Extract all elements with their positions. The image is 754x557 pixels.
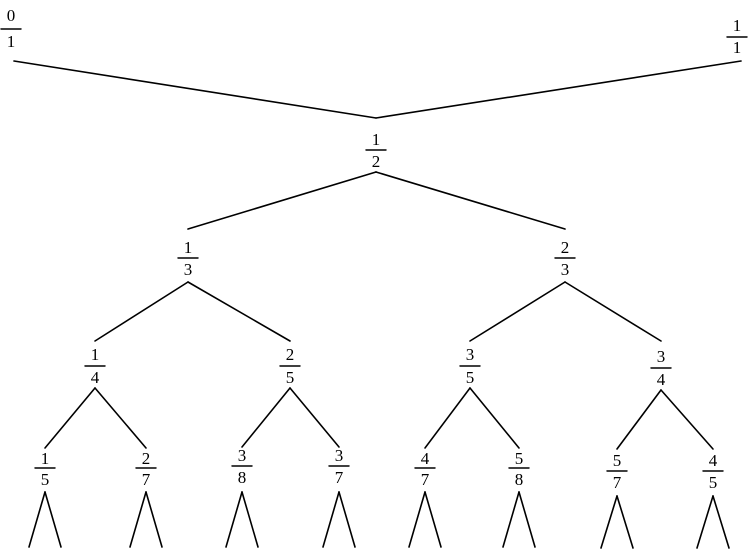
fraction-node-3-8: 38 xyxy=(231,446,253,487)
fraction-denominator: 7 xyxy=(142,470,151,489)
fraction-numerator: 5 xyxy=(613,451,622,470)
fraction-node-2-3: 23 xyxy=(554,238,576,279)
fraction-denominator: 3 xyxy=(561,260,570,279)
fraction-denominator: 3 xyxy=(184,260,193,279)
continuation-right-branch xyxy=(616,495,634,549)
fraction-denominator: 7 xyxy=(613,473,622,492)
fraction-node-1-3: 13 xyxy=(177,238,199,279)
fraction-denominator: 4 xyxy=(91,368,100,387)
tree-edge-n-1-3-to-n-2-5 xyxy=(187,281,291,342)
fraction-node-0-1: 01 xyxy=(0,6,22,51)
fraction-numerator: 5 xyxy=(515,449,524,468)
fraction-numerator: 0 xyxy=(7,6,16,25)
tree-edge-n-3-4-to-n-5-7 xyxy=(616,389,662,450)
fraction-numerator: 3 xyxy=(466,345,475,364)
continuation-left-branch xyxy=(225,491,243,548)
fraction-numerator: 4 xyxy=(709,451,718,470)
fraction-numerator: 1 xyxy=(91,345,100,364)
fraction-numerator: 4 xyxy=(421,449,430,468)
fraction-denominator: 8 xyxy=(515,470,524,489)
tree-edges xyxy=(13,60,742,450)
fraction-denominator: 7 xyxy=(421,470,430,489)
fraction-node-4-7: 47 xyxy=(414,449,436,489)
tree-edge-n-2-5-to-n-3-8 xyxy=(241,387,291,448)
fraction-denominator: 1 xyxy=(7,32,16,51)
continuation-branches xyxy=(28,491,730,549)
fraction-numerator: 1 xyxy=(372,130,381,149)
fraction-numerator: 1 xyxy=(184,238,193,257)
continuation-left-branch xyxy=(129,491,147,548)
continuation-right-branch xyxy=(712,495,730,549)
fraction-node-5-8: 58 xyxy=(508,449,530,489)
fraction-numerator: 2 xyxy=(142,449,151,468)
continuation-left-branch xyxy=(600,495,618,549)
fraction-node-3-5: 35 xyxy=(459,345,481,387)
fraction-node-1-4: 14 xyxy=(84,345,106,387)
fraction-denominator: 1 xyxy=(733,38,742,57)
fraction-denominator: 7 xyxy=(335,468,344,487)
fraction-node-3-4: 34 xyxy=(650,347,672,389)
continuation-left-branch xyxy=(408,491,426,548)
tree-edge-n-1-4-to-n-2-7 xyxy=(94,387,147,449)
tree-edge-n-1-3-to-n-1-4 xyxy=(94,281,189,342)
tree-edge-n-0-1-to-n-1-2 xyxy=(13,60,377,119)
fraction-node-1-1: 11 xyxy=(726,16,748,57)
fraction-numerator: 3 xyxy=(238,446,247,465)
tree-edge-n-2-3-to-n-3-4 xyxy=(564,281,662,342)
tree-edge-n-3-5-to-n-5-8 xyxy=(469,387,520,449)
fraction-numerator: 1 xyxy=(733,16,742,35)
continuation-left-branch xyxy=(696,495,714,549)
tree-edge-n-1-2-to-n-2-3 xyxy=(375,171,566,230)
continuation-left-branch xyxy=(28,491,46,548)
fraction-node-5-7: 57 xyxy=(606,451,628,492)
fraction-numerator: 2 xyxy=(561,238,570,257)
continuation-right-branch xyxy=(338,491,356,548)
fraction-denominator: 5 xyxy=(466,368,475,387)
fraction-numerator: 3 xyxy=(335,446,344,465)
tree-edge-n-2-3-to-n-3-5 xyxy=(469,281,566,342)
continuation-right-branch xyxy=(518,491,536,548)
continuation-right-branch xyxy=(44,491,62,548)
tree-edge-n-3-5-to-n-4-7 xyxy=(424,387,471,449)
fraction-denominator: 5 xyxy=(41,470,50,489)
continuation-right-branch xyxy=(241,491,259,548)
fraction-denominator: 5 xyxy=(286,368,295,387)
fraction-denominator: 5 xyxy=(709,473,718,492)
tree-edge-n-1-2-to-n-1-3 xyxy=(187,171,377,230)
continuation-left-branch xyxy=(322,491,340,548)
continuation-right-branch xyxy=(424,491,442,548)
fraction-node-1-5: 15 xyxy=(34,449,56,489)
fraction-denominator: 8 xyxy=(238,468,247,487)
fraction-numerator: 1 xyxy=(41,449,50,468)
tree-edge-n-1-1-to-n-1-2 xyxy=(375,60,742,119)
fraction-node-1-2: 12 xyxy=(365,130,387,171)
fraction-node-4-5: 45 xyxy=(702,451,724,492)
continuation-left-branch xyxy=(502,491,520,548)
tree-edge-n-3-4-to-n-4-5 xyxy=(660,389,714,450)
continuation-right-branch xyxy=(145,491,163,548)
fraction-node-3-7: 37 xyxy=(328,446,350,487)
fraction-denominator: 2 xyxy=(372,152,381,171)
fraction-numerator: 3 xyxy=(657,347,666,366)
fraction-node-2-7: 27 xyxy=(135,449,157,489)
tree-edge-n-1-4-to-n-1-5 xyxy=(44,387,96,449)
tree-edge-n-2-5-to-n-3-7 xyxy=(289,387,340,448)
fraction-numerator: 2 xyxy=(286,345,295,364)
fraction-denominator: 4 xyxy=(657,370,666,389)
fraction-node-2-5: 25 xyxy=(279,345,301,387)
